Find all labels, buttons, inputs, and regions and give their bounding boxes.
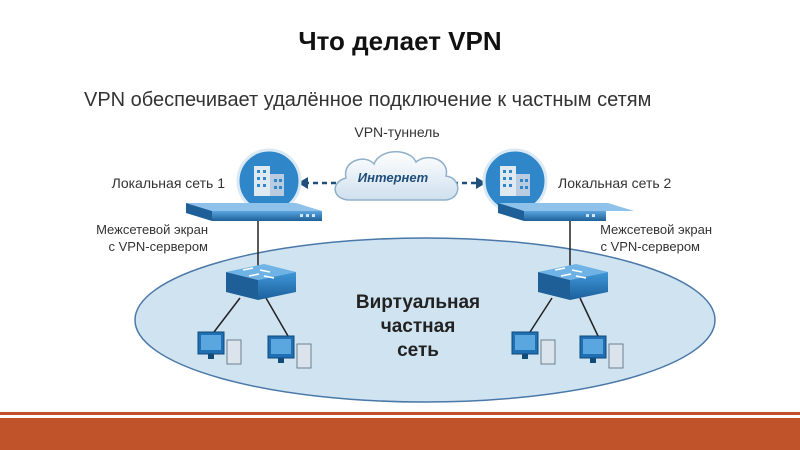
tunnel-arrow-left	[298, 177, 338, 189]
vpn-label-line2: частная	[381, 316, 456, 337]
tunnel-arrow-right	[444, 177, 486, 189]
network-links	[213, 221, 599, 337]
building-icon-network-1	[236, 148, 302, 214]
vpn-label-line3: сеть	[397, 340, 439, 361]
computer-icon-2	[267, 335, 312, 369]
footer-divider	[0, 412, 800, 415]
internet-cloud-icon	[334, 151, 459, 201]
firewall-2-label-line2: с VPN-сервером	[600, 239, 700, 254]
tunnel-label: VPN-туннель	[354, 124, 439, 140]
computer-icon-1	[197, 331, 242, 365]
footer-bar	[0, 418, 800, 450]
switch-icon-1	[226, 264, 296, 300]
computer-icon-3	[511, 331, 556, 365]
slide-title: Что делает VPN	[298, 26, 502, 56]
firewall-icon-2	[498, 203, 634, 221]
slide-subtitle: VPN обеспечивает удалённое подключение к…	[84, 89, 652, 111]
computer-icon-4	[579, 335, 624, 369]
building-icon-network-2	[482, 148, 548, 214]
switch-icon-2	[538, 264, 608, 300]
firewall-icon-1	[186, 203, 322, 221]
firewall-2-label-line1: Межсетевой экран	[600, 222, 712, 237]
vpn-label-line1: Виртуальная	[356, 292, 480, 313]
network-1-label: Локальная сеть 1	[112, 175, 226, 191]
network-2-label: Локальная сеть 2	[558, 175, 672, 191]
firewall-1-label-line2: с VPN-сервером	[108, 239, 208, 254]
internet-label: Интернет	[358, 170, 429, 185]
firewall-1-label-line1: Межсетевой экран	[96, 222, 208, 237]
